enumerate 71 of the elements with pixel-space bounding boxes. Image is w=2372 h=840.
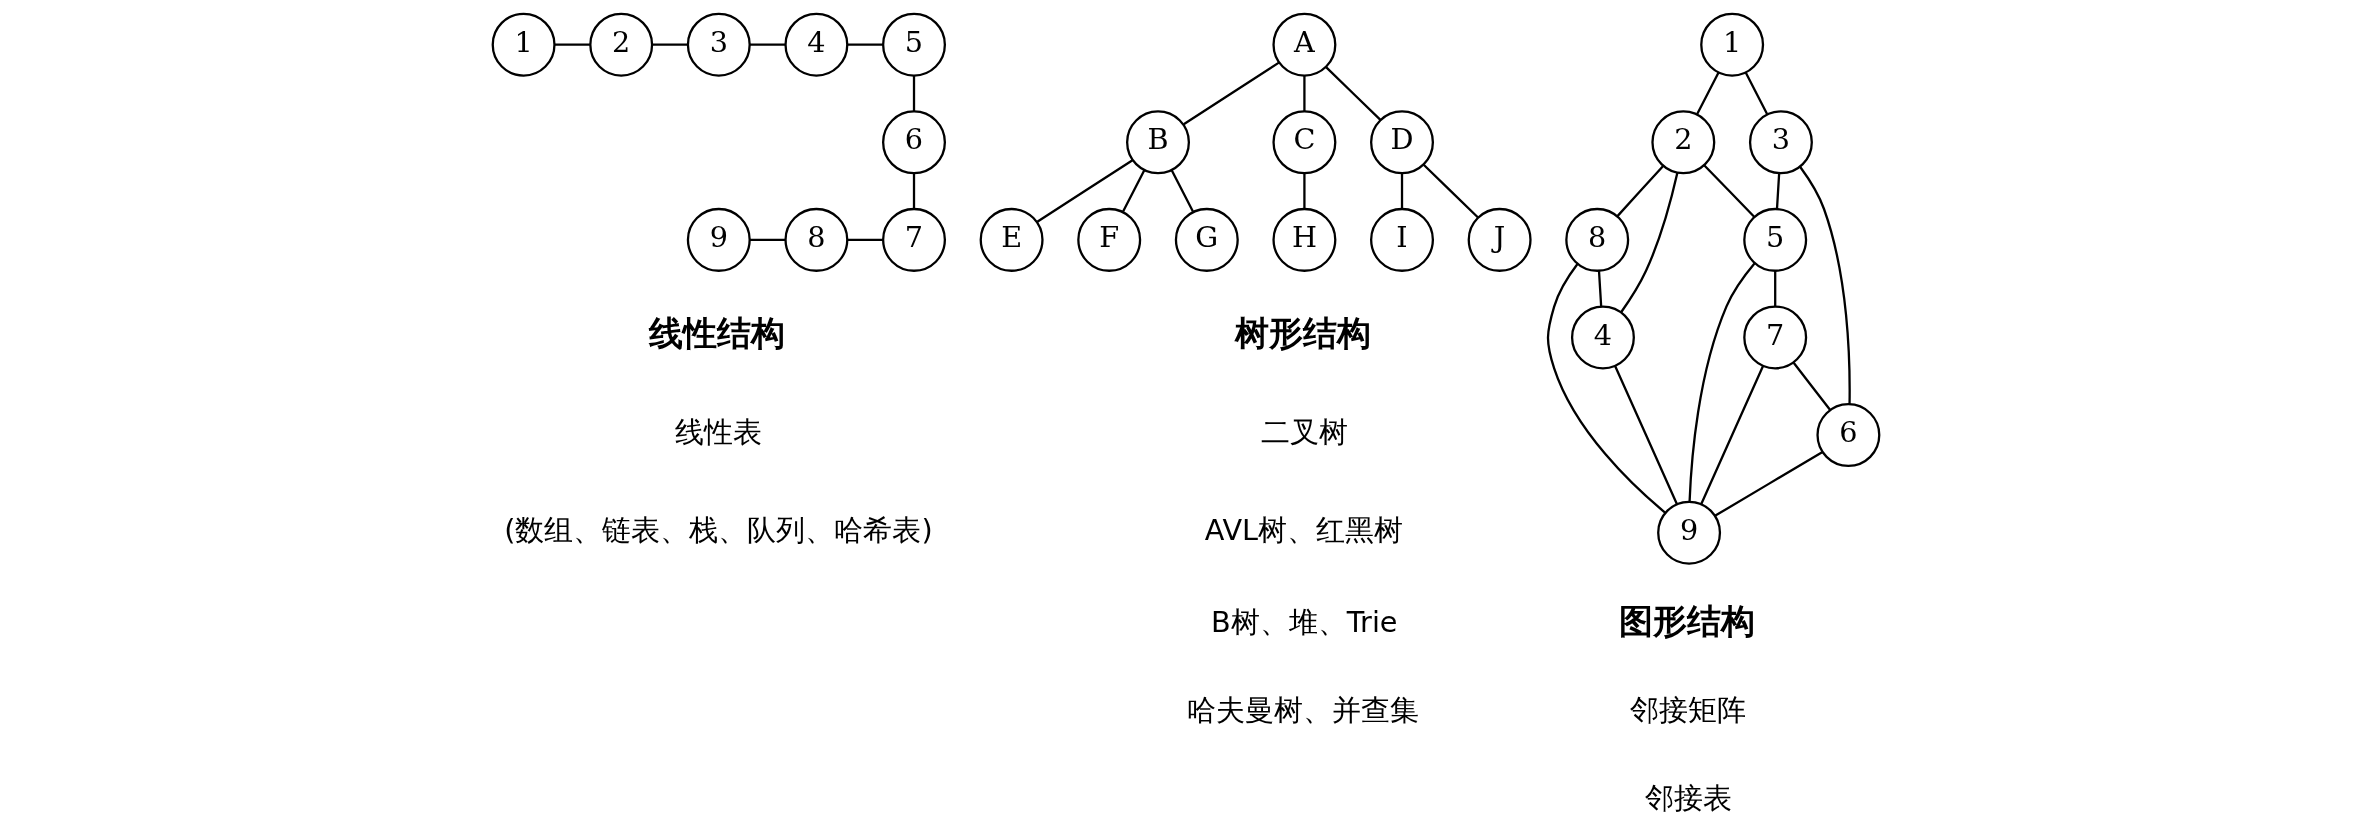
node-circle: A [1272,12,1337,77]
label: 二叉树 [1260,415,1348,450]
node-circle: 5 [882,12,946,77]
node-circle: 8 [1565,207,1630,272]
connector [847,43,883,46]
node-circle: D [1370,110,1434,175]
label: 线性结构 [649,312,786,353]
connector [1036,159,1134,223]
node-circle: J [1467,207,1532,272]
node-circle: B [1126,110,1190,175]
connector [1799,166,1851,404]
connector [847,238,883,241]
connector [1792,362,1832,411]
connector [1616,165,1664,217]
label: 邻接矩阵 [1630,692,1747,727]
label: 图形结构 [1619,600,1756,641]
node-circle: 9 [1657,500,1722,565]
connector [749,238,786,241]
connector [1700,365,1765,505]
label: AVL树、红黑树 [1204,512,1404,547]
node-circle: 3 [1748,110,1813,175]
node-circle: 1 [491,12,556,77]
connector [912,173,916,209]
connector [1325,66,1382,121]
node-circle: 6 [1816,403,1881,468]
node-circle: H [1272,207,1337,272]
connector [1703,164,1756,218]
connector [1614,365,1679,505]
connector [1688,262,1756,502]
label: 邻接表 [1645,780,1733,815]
node-circle: 7 [882,207,946,272]
connector [1546,263,1667,514]
node-circle: 9 [686,207,751,272]
connector [1183,61,1280,126]
connector [1122,169,1146,213]
connector [1422,163,1479,219]
node-circle: 4 [784,12,849,77]
node-circle: 8 [784,207,849,272]
node-circle: 2 [1651,110,1716,175]
connector [1775,173,1781,209]
connector [1744,71,1769,115]
connector [1774,270,1777,307]
connector [554,43,590,46]
connector [652,43,688,46]
connector [1303,173,1306,209]
connector [1714,451,1823,517]
node-circle: 6 [882,110,946,175]
node-circle: F [1077,207,1142,272]
label: B树、堆、Trie [1211,605,1398,640]
label: 树形结构 [1234,312,1371,353]
node-circle: C [1272,110,1337,175]
node-circle: 3 [686,12,751,77]
node-circle: 2 [589,12,654,77]
node-circle: G [1174,207,1239,272]
node-circle: 1 [1700,12,1765,77]
connector [1303,75,1306,112]
label: 线性表 [675,415,763,450]
connector [1400,173,1404,209]
node-circle: 7 [1743,305,1808,370]
label: (数组、链表、栈、队列、哈希表) [504,512,933,547]
connector [749,43,786,46]
node-circle: I [1370,207,1434,272]
connector [912,75,916,112]
connector [1597,270,1603,307]
connector [1620,172,1679,313]
connector [1170,169,1194,213]
node-circle: E [979,207,1044,272]
node-circle: 5 [1743,207,1808,272]
connector [1696,71,1720,115]
node-circle: 4 [1570,305,1635,370]
label: 哈夫曼树、并查集 [1187,692,1420,727]
